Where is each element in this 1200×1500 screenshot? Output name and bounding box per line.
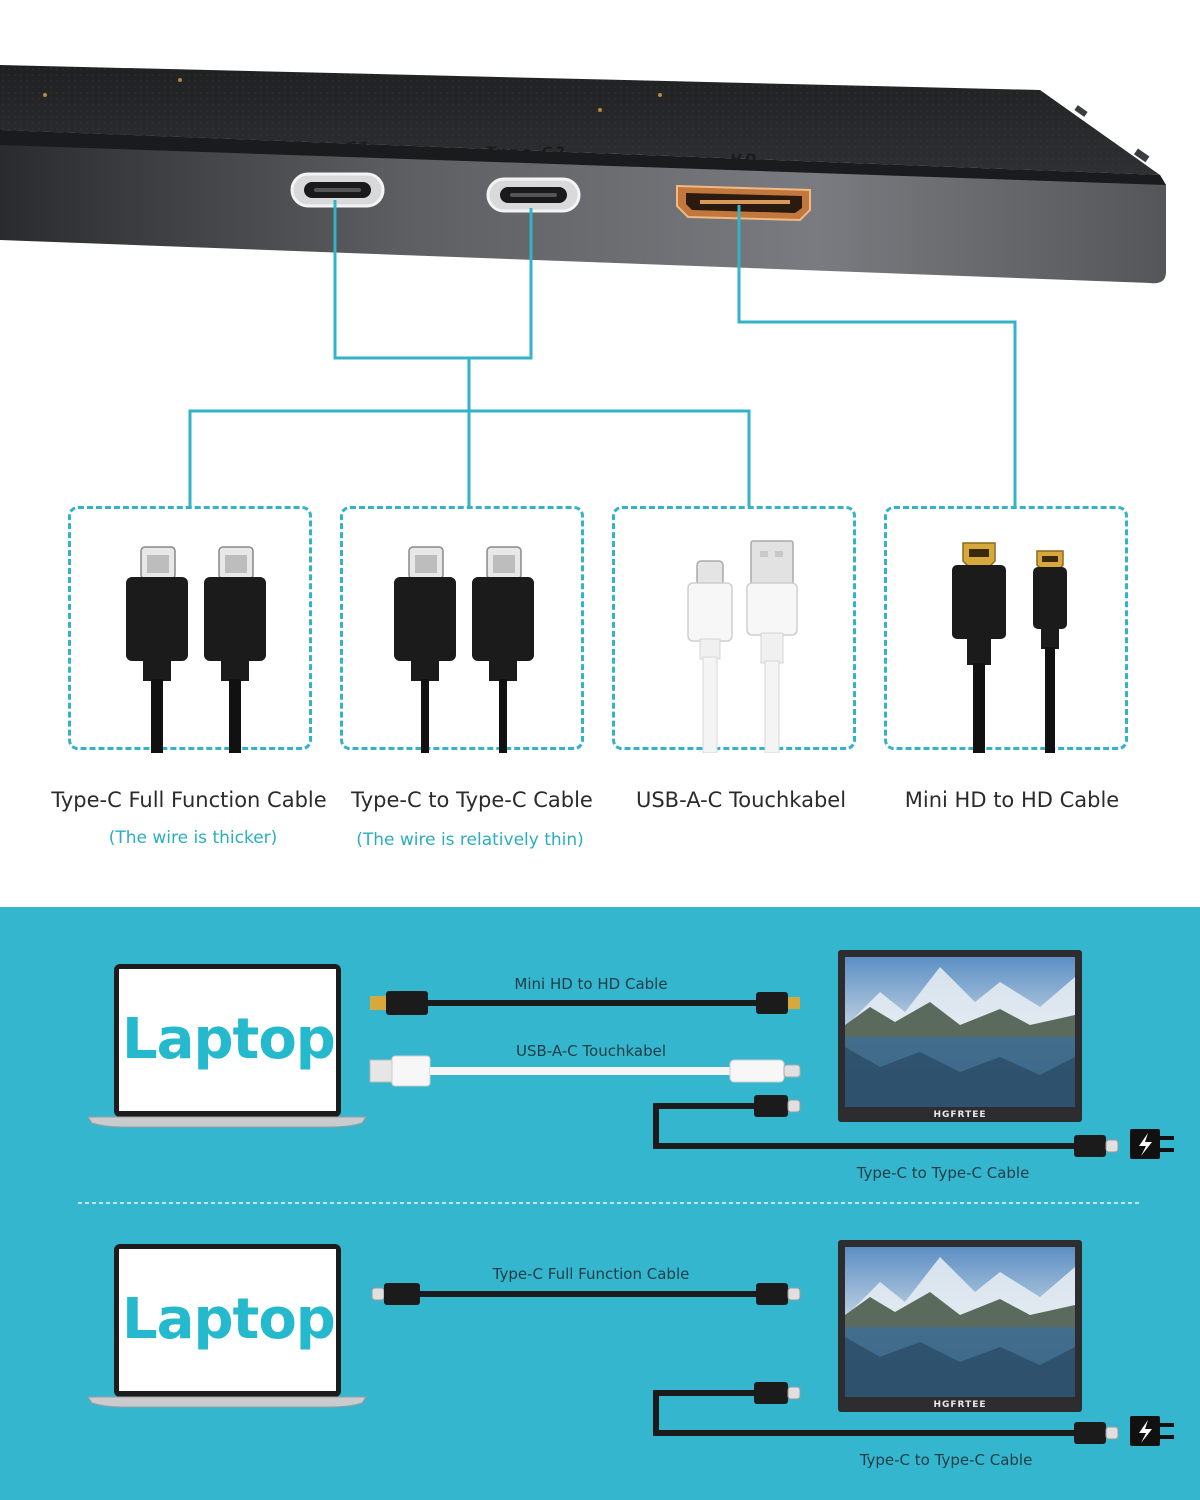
- laptop-label: Laptop: [122, 1007, 336, 1072]
- wire-label-hd: Mini HD to HD Cable: [514, 975, 668, 993]
- usb-c-pair-icon: [126, 546, 266, 753]
- connection-diagram-drawing: [78, 950, 1174, 1446]
- laptop-icon: [87, 1244, 367, 1408]
- cable-box-mini-hd: [884, 506, 1128, 753]
- cable-note-type-c-to-c: (The wire is relatively thin): [356, 830, 584, 850]
- cable-name-usb-a-c: USB-A-C Touchkabel: [635, 788, 847, 812]
- portable-monitor-side: Type C1 Type C2 HD: [0, 0, 1200, 300]
- wire-label-usb-a-c: USB-A-C Touchkabel: [515, 1042, 667, 1060]
- usb-a-cable-icon: [369, 1055, 801, 1087]
- laptop-icon: [87, 964, 367, 1128]
- monitor-icon: [838, 1240, 1082, 1412]
- wire-label-type-c-full: Type-C Full Function Cable: [492, 1265, 690, 1283]
- power-plug-icon: [1130, 1129, 1174, 1159]
- port-label-c2: Type C2: [486, 145, 568, 161]
- monitor-icon: [838, 950, 1082, 1122]
- monitor-body-icon: [0, 65, 1166, 284]
- hdmi-port-icon: [676, 184, 811, 222]
- monitor-brand: HGFRTEE: [933, 1110, 987, 1120]
- cable-box-type-c-full: [68, 506, 312, 753]
- port-label-hd: HD: [730, 152, 760, 168]
- usb-c-port-1-icon: [290, 172, 385, 208]
- monitor-brand: HGFRTEE: [933, 1400, 987, 1410]
- cable-name-type-c-full: Type-C Full Function Cable: [51, 788, 327, 812]
- usb-c-cable-icon: [371, 1283, 801, 1305]
- cable-name-mini-hd: Mini HD to HD Cable: [904, 788, 1120, 812]
- hdmi-pair-icon: [952, 542, 1067, 753]
- port-label-c1: Type C1: [290, 140, 372, 156]
- wire-label-power: Type-C to Type-C Cable: [856, 1164, 1030, 1182]
- laptop-label: Laptop: [122, 1287, 336, 1352]
- wire-label-power: Type-C to Type-C Cable: [859, 1451, 1033, 1469]
- connection-diagram-panel: Laptop Mini HD to HD Cable USB-A-C Touch…: [0, 907, 1200, 1500]
- usb-a-to-c-icon: [687, 540, 798, 753]
- port-connector-lines: [188, 200, 1017, 506]
- power-plug-icon: [1130, 1416, 1174, 1446]
- usb-c-port-2-icon: [486, 177, 581, 213]
- cable-box-usb-a-c: [612, 506, 856, 753]
- hdmi-cable-icon: [370, 991, 800, 1015]
- power-cable-icon: [653, 1095, 1119, 1157]
- usb-c-pair-icon: [394, 546, 534, 753]
- cable-name-type-c-to-c: Type-C to Type-C Cable: [351, 788, 593, 812]
- power-cable-icon: [653, 1382, 1119, 1444]
- cable-box-type-c-to-c: [340, 506, 584, 753]
- cable-note-type-c-full: (The wire is thicker): [108, 828, 278, 848]
